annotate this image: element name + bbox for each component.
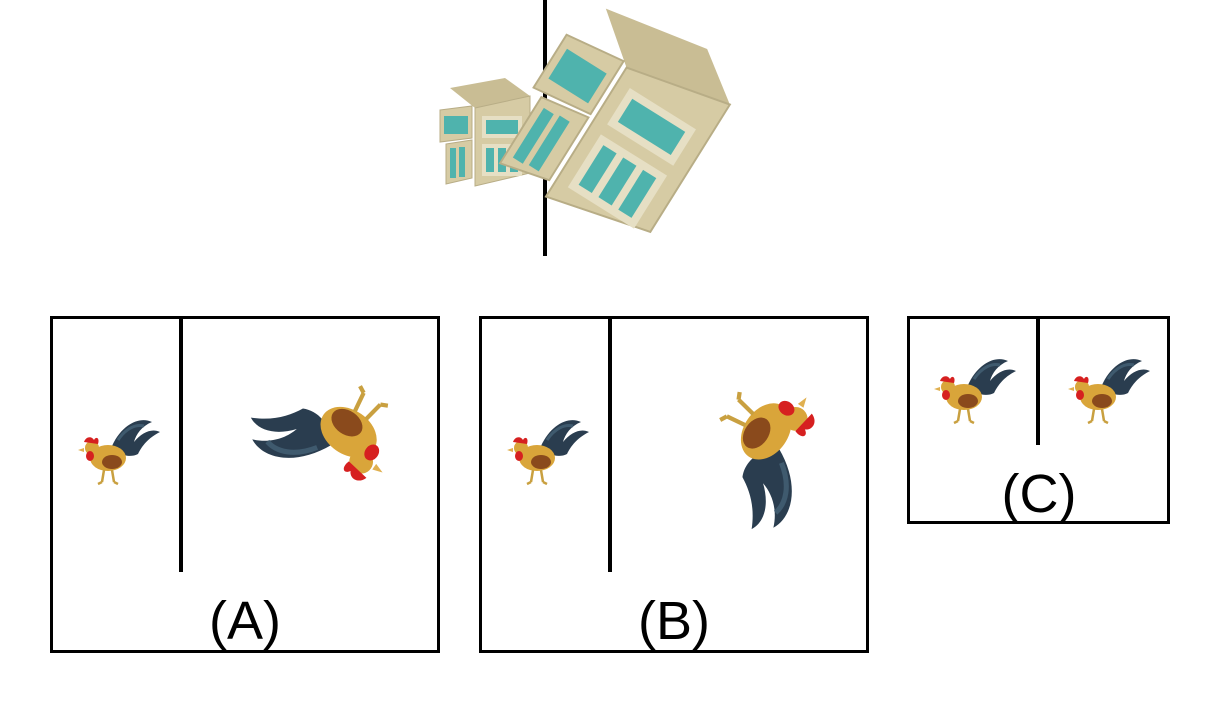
- option-b-panel[interactable]: [479, 316, 869, 653]
- option-b-label: (B): [638, 591, 710, 651]
- option-c-divider: [1036, 316, 1040, 445]
- option-a-panel[interactable]: [50, 316, 440, 653]
- option-a-label: (A): [209, 591, 281, 651]
- option-c-left-rooster-icon: [932, 357, 1018, 425]
- option-a-right-rooster-icon: [258, 366, 388, 486]
- option-a-left-rooster-icon: [76, 418, 162, 486]
- example-right-fridge-icon: [487, 0, 750, 255]
- option-b-right-rooster-icon: [698, 392, 828, 522]
- option-a-divider: [179, 316, 183, 572]
- option-c-right-rooster-icon: [1066, 357, 1152, 425]
- option-b-divider: [608, 316, 612, 572]
- option-b-left-rooster-icon: [505, 418, 591, 486]
- option-c-label: (C): [1001, 464, 1077, 524]
